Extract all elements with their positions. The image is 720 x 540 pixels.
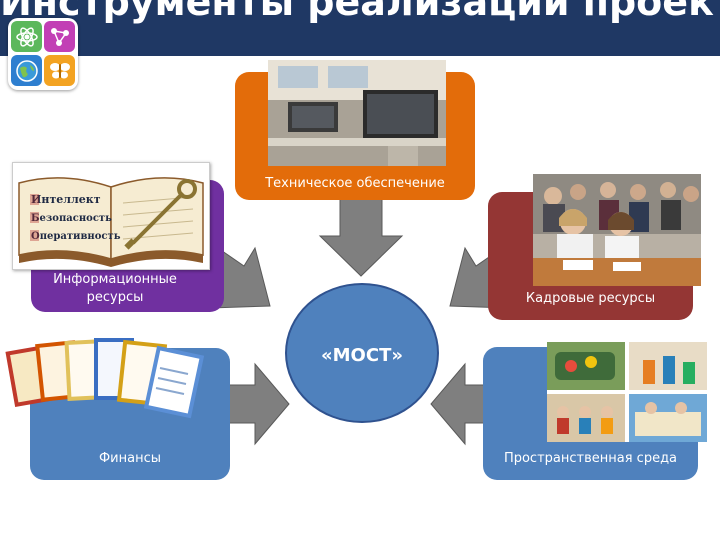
book-word-efficiency: Оперативность <box>31 231 121 242</box>
page-title: Инструменты реализации проекта <box>0 0 720 24</box>
arrow-from-finance <box>224 362 290 446</box>
space-collage-photo <box>547 342 707 442</box>
book-word-security: Безопасность <box>31 213 112 224</box>
node-info-label: Информационные ресурсы <box>53 272 177 305</box>
center-node: «МОСТ» <box>285 283 439 423</box>
globe-icon <box>11 55 42 86</box>
students-photo <box>533 174 701 286</box>
atom-icon <box>11 21 42 52</box>
center-label: «МОСТ» <box>321 345 403 366</box>
node-space-label: Пространственная среда <box>503 451 678 466</box>
computer-lab-photo <box>268 60 446 166</box>
book-key-image: Интеллект Безопасность Оперативность <box>12 162 210 270</box>
certificates-image <box>4 334 208 422</box>
node-finance-label: Финансы <box>98 451 162 466</box>
arrow-from-tech <box>318 195 404 277</box>
node-staff-label: Кадровые ресурсы <box>525 291 656 306</box>
molecule-icon <box>44 21 75 52</box>
header-bar: Инструменты реализации проекта <box>0 0 720 56</box>
logo <box>8 18 78 90</box>
node-tech-label: Техническое обеспечение <box>265 176 445 191</box>
book-word-intellect: Интеллект <box>31 193 101 206</box>
butterfly-icon <box>44 55 75 86</box>
